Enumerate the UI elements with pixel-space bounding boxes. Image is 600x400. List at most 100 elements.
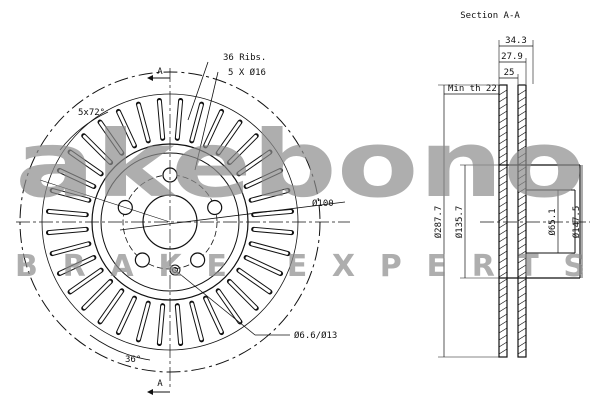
hatch-line [517,152,527,159]
hatch-line [498,117,508,124]
hatch-line [517,271,527,278]
small-hole-inner [172,267,178,273]
hatch-line [498,264,508,271]
hatch-line [517,222,527,229]
hatch-line [517,124,527,131]
rib-slot-inner [253,209,293,217]
hatch-line [517,201,527,208]
rib-slot-inner [175,305,183,345]
pcd-leader [119,201,346,231]
min-thickness-label: Min th 22 [448,84,497,94]
section-marker-top: A [157,67,163,77]
rib-slot-inner [190,103,203,142]
hatch-line [517,173,527,180]
rib-slot-inner [238,151,271,175]
hatch-line [517,327,527,334]
rib-slot-inner [245,169,282,188]
hatch-line [517,341,527,348]
hatch-line [498,327,508,334]
hatch-line [498,320,508,327]
hatch-line [498,271,508,278]
hatch-line [517,215,527,222]
rib-slot-inner [157,305,165,345]
hatch-line [517,264,527,271]
hatch-line [498,222,508,229]
hatch-line [517,257,527,264]
rib-slot-inner [47,227,87,235]
hatch-line [517,159,527,166]
hatch-line [498,96,508,103]
hatch-line [517,278,527,285]
hatch-line [498,173,508,180]
hatch-line [498,124,508,131]
dim-overall-width: 34.3 [505,36,527,46]
section-marker-bottom: A [157,379,163,389]
dim-hat-diameter: Ø135.7 [454,206,465,239]
rib-slot-inner [47,209,87,217]
rib-slot-inner [250,189,289,202]
hatch-line [498,110,508,117]
watermark-brand: akebono [15,111,585,218]
rib-slot-inner [238,269,271,293]
rib-slot-inner [99,121,123,154]
rib-slot-inner [190,302,203,341]
hatch-line [517,313,527,320]
dim-inner-hat: Ø147.5 [571,206,582,239]
hatch-line [517,334,527,341]
hatch-line [498,159,508,166]
hatch-line [498,201,508,208]
hatch-line [517,180,527,187]
bolt-hole [134,252,150,268]
rib-slot-inner [253,227,293,235]
hatch-line [517,320,527,327]
rib-slot-inner [137,103,150,142]
hatch-line [517,117,527,124]
rib-slot-inner [69,269,102,293]
hatch-line [498,208,508,215]
hatch-line [498,166,508,173]
hatch-line [498,292,508,299]
hatch-line [498,229,508,236]
rib-slot-inner [245,256,282,275]
dim-center-bore: Ø65.1 [547,208,558,235]
hatch-line [517,103,527,110]
hatch-line [498,299,508,306]
rib-slot-inner [137,302,150,341]
rib-slot-inner [99,290,123,323]
hatch-line [498,278,508,285]
hatch-line [498,138,508,145]
pcd-label: Ø100 [312,198,334,209]
hatch-line [498,194,508,201]
hat-inner-circle [100,152,240,292]
bolt-hole [207,199,223,216]
rib-slot-inner [228,280,258,310]
hatch-line [498,131,508,138]
rib-slot-inner [217,290,241,323]
hatch-line [498,257,508,264]
rib-slot-inner [117,297,136,334]
hatch-line [517,292,527,299]
hatch-line [517,250,527,257]
hatch-line [517,348,527,355]
hatch-line [498,341,508,348]
rib-slot-inner [58,256,95,275]
hatch-line [498,103,508,110]
hatch-line [517,299,527,306]
hatch-line [498,250,508,257]
hatch-line [517,194,527,201]
small-holes-label: Ø6.6/Ø13 [294,330,337,341]
rib-slot-inner [175,99,183,139]
hatch-line [517,110,527,117]
hatch-line [498,236,508,243]
dim-thickness: 25 [504,68,515,78]
ribs-leader [187,61,209,121]
rib-angle-arc [89,334,151,361]
rib-slot-inner [51,189,90,202]
hatch-line [498,215,508,222]
dim-hat-height: 27.9 [501,52,523,62]
hatch-line [517,243,527,250]
section-title: Section A-A [460,11,520,21]
rib-slot-inner [204,297,223,334]
